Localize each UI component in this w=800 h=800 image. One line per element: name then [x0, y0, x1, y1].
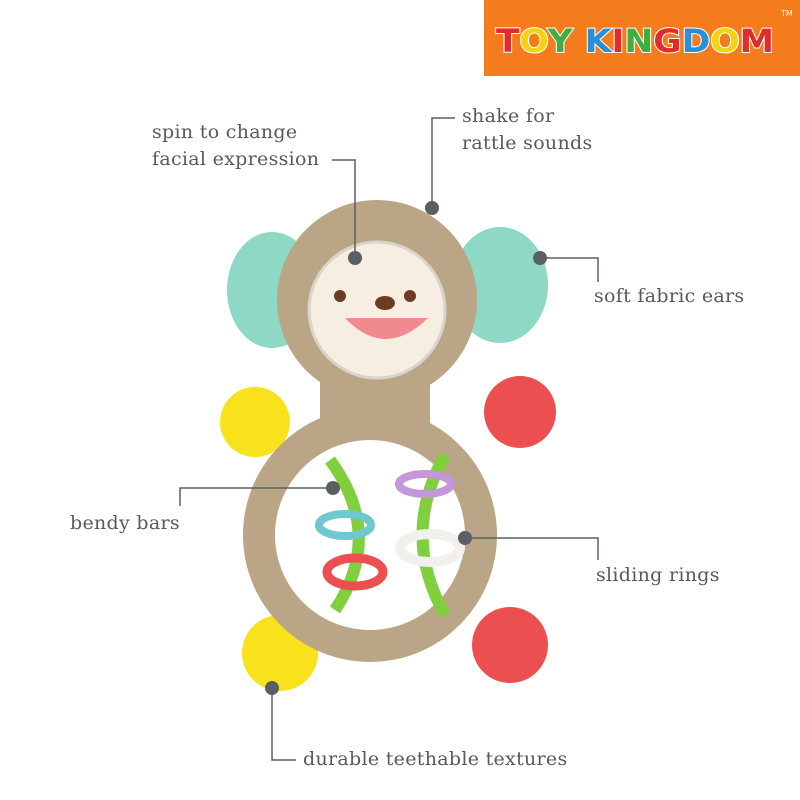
sliding-ring: [395, 529, 465, 567]
red-textured-ball: [472, 607, 548, 683]
callout-textures: durable teethable textures: [303, 748, 568, 770]
red-textured-ball: [484, 376, 556, 448]
logo-lettering: TOY KINGDOM: [496, 22, 774, 60]
callout-rattle: shake for rattle sounds: [462, 103, 593, 157]
callout-dots: [265, 201, 547, 695]
callout-face-line2: facial expression: [152, 148, 320, 170]
callout-face: spin to change facial expression: [152, 119, 319, 173]
callout-rings: sliding rings: [596, 564, 720, 586]
trademark: TM: [780, 9, 793, 18]
callout-face-line1: spin to change: [152, 121, 298, 143]
callout-ears: soft fabric ears: [594, 285, 745, 307]
callout-rattle-line1: shake for: [462, 105, 555, 127]
sliding-ring: [322, 553, 388, 591]
toy-kingdom-logo: TOY KINGDOM TM: [495, 9, 793, 61]
spinning-face: [307, 240, 447, 380]
callout-rattle-line2: rattle sounds: [462, 132, 593, 154]
toy-kingdom-logo-banner: TOY KINGDOM TM: [484, 0, 800, 76]
yellow-textured-ball: [220, 387, 290, 457]
callout-lines: [179, 117, 599, 761]
sliding-ring: [395, 470, 455, 498]
callout-bars: bendy bars: [70, 512, 180, 534]
